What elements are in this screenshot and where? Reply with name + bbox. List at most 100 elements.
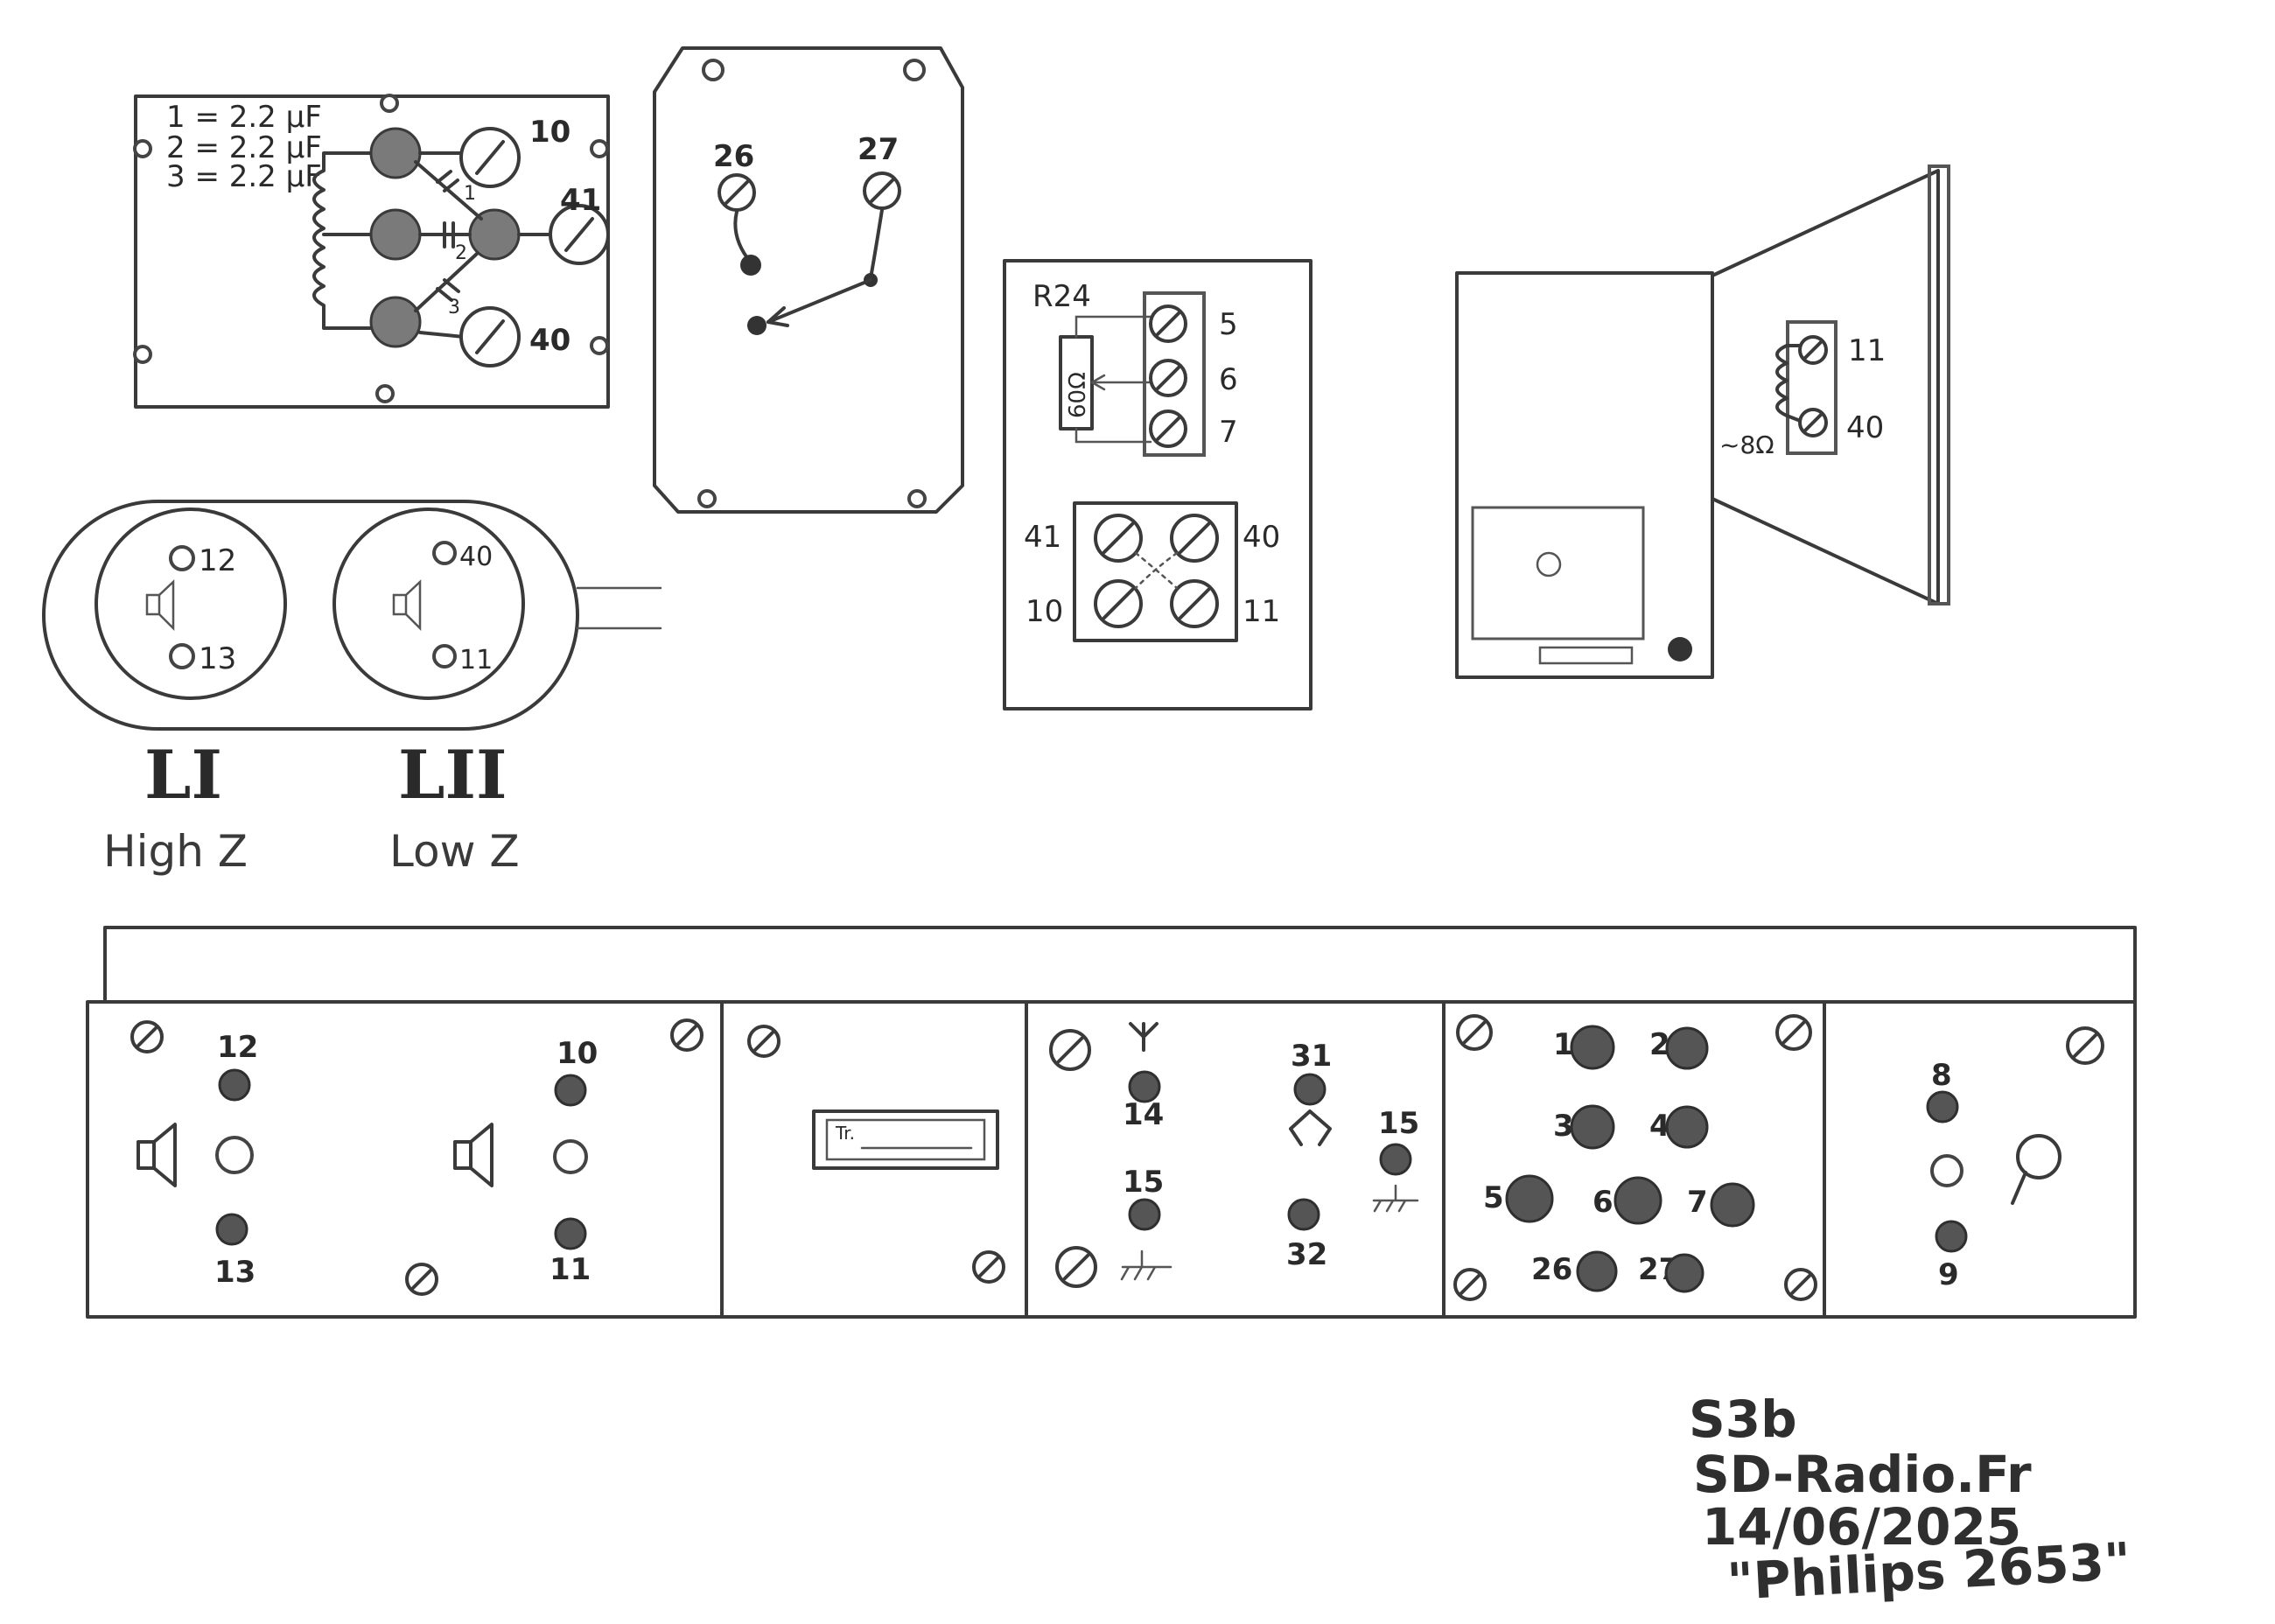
- cap-number: 1: [464, 183, 476, 205]
- impedance-label: ~8Ω: [1719, 430, 1774, 459]
- jack-socket: [215, 1136, 254, 1174]
- terminal-label: 5: [1219, 307, 1238, 342]
- jack-socket: [1665, 1105, 1709, 1149]
- jack-label: 26: [1531, 1252, 1572, 1287]
- jack-socket: [1614, 1176, 1662, 1225]
- output-name: LI: [144, 736, 222, 814]
- hole: [1536, 551, 1562, 578]
- panel-section-plate: Tr.: [747, 1025, 1005, 1284]
- jack-label: 1: [1553, 1027, 1574, 1062]
- signature-line-1: S3b: [1689, 1390, 1797, 1449]
- cap-legend-line-2: 2 = 2.2 µF: [166, 130, 322, 165]
- capacitor-board: 1 = 2.2 µF 2 = 2.2 µF 3 = 2.2 µF 1 2 3 1…: [133, 94, 610, 409]
- jack-label: 13: [214, 1255, 256, 1290]
- type-plate: [812, 1110, 999, 1170]
- mounting-hole: [375, 384, 395, 403]
- speaker-icon: [136, 1140, 156, 1170]
- mounting-hole: [590, 336, 609, 355]
- panel-section-speakers: 12 13 10 11: [130, 1018, 704, 1296]
- jack-label: 9: [1938, 1257, 1959, 1292]
- capacitor-symbol: [436, 170, 452, 184]
- jack-label: 32: [1286, 1237, 1327, 1272]
- switch-contact: [740, 255, 761, 276]
- mounting-hole: [590, 139, 609, 158]
- jack-label: 12: [199, 543, 236, 578]
- terminal-label: 40: [1846, 410, 1884, 445]
- mounting-hole: [697, 489, 717, 508]
- jack-socket: [169, 643, 195, 669]
- panel-section-antenna: 14 15 31 32 15: [1049, 1022, 1419, 1288]
- jack-socket: [1710, 1182, 1755, 1228]
- jack-socket: [1128, 1070, 1161, 1103]
- mounting-hole: [903, 59, 926, 81]
- panel-section-numbered-jacks: 1 2 3 4 5 6 7 26 27: [1453, 1014, 1817, 1301]
- jack-socket: [218, 1068, 251, 1102]
- cap-number: 2: [455, 242, 467, 264]
- cap-number: 3: [448, 297, 460, 318]
- jack-socket: [1128, 1198, 1161, 1231]
- rear-panel: 12 13 10 11 Tr.: [86, 926, 2137, 1319]
- jack-socket: [1293, 1073, 1326, 1106]
- jack-socket: [554, 1217, 587, 1250]
- output-desc: High Z: [103, 826, 248, 877]
- knob-icon: [2016, 1134, 2062, 1180]
- antenna-icon: [1129, 1022, 1158, 1052]
- jack-socket: [1930, 1154, 1964, 1187]
- solder-lug: [369, 296, 422, 348]
- jack-socket: [1576, 1250, 1618, 1292]
- jack-label: 11: [459, 645, 493, 676]
- jack-label: 11: [550, 1252, 591, 1287]
- output-desc: Low Z: [389, 826, 520, 877]
- switch-board: 26 27: [653, 46, 964, 514]
- jack-label: 12: [217, 1030, 258, 1065]
- cap-legend-line-3: 3 = 2.2 µF: [166, 159, 322, 194]
- ground-icon: [1120, 1250, 1172, 1281]
- jack-socket: [1926, 1090, 1959, 1124]
- type-plate-label: Tr.: [835, 1123, 855, 1144]
- jack-label: 3: [1553, 1109, 1574, 1144]
- speaker-icon: [453, 1140, 472, 1170]
- terminal-label: 10: [529, 115, 570, 150]
- jack-label: 40: [459, 542, 493, 572]
- jack-socket: [1570, 1104, 1615, 1150]
- signature-line-3: 14/06/2025: [1702, 1497, 2021, 1557]
- jack-socket: [554, 1074, 587, 1107]
- jack-label: 7: [1687, 1185, 1708, 1220]
- jack-socket: [1287, 1198, 1320, 1231]
- terminal-label: 40: [529, 323, 570, 358]
- speaker-jack-plate: 12 13 40 11 LI LII High Z Low Z: [42, 500, 662, 877]
- jack-socket: [1505, 1174, 1554, 1223]
- panel-section-knob: 8 9: [1926, 1026, 2104, 1292]
- solder-lug: [369, 208, 422, 261]
- jack-label: 31: [1291, 1039, 1332, 1074]
- jack-socket: [432, 644, 457, 668]
- terminal-label: 11: [1242, 594, 1280, 629]
- resistor-board: R24 60Ω 5 6 7 41 40 10 11: [1003, 259, 1312, 710]
- terminal-label: 10: [1026, 594, 1063, 629]
- terminal-label: 41: [560, 183, 601, 218]
- coil-symbol: [312, 151, 391, 330]
- jack-label: 14: [1123, 1097, 1164, 1132]
- mounting-hole: [702, 59, 724, 81]
- jack-socket: [215, 1213, 248, 1246]
- switch-contact: [747, 316, 766, 335]
- capacitor-symbol: [436, 287, 453, 302]
- ground-icon: [1372, 1184, 1419, 1213]
- mounting-hole: [380, 94, 399, 113]
- terminal-label: 6: [1219, 362, 1238, 397]
- coil-symbol: [1775, 344, 1811, 426]
- jack-label: 6: [1592, 1185, 1614, 1220]
- speaker-icon: [145, 593, 161, 616]
- terminal-label: 11: [1848, 333, 1886, 368]
- output-name: LII: [398, 736, 508, 814]
- resistor-label: R24: [1032, 279, 1091, 314]
- terminal-label: 41: [1024, 520, 1061, 555]
- jack-socket: [1664, 1253, 1704, 1293]
- terminal-label: 7: [1219, 415, 1238, 450]
- jack-socket: [1379, 1143, 1412, 1176]
- jack-label: 13: [199, 641, 236, 676]
- jack-label: 4: [1649, 1109, 1670, 1144]
- knob: [1668, 637, 1692, 662]
- switch-lever: [766, 278, 872, 324]
- mounting-hole: [907, 489, 927, 508]
